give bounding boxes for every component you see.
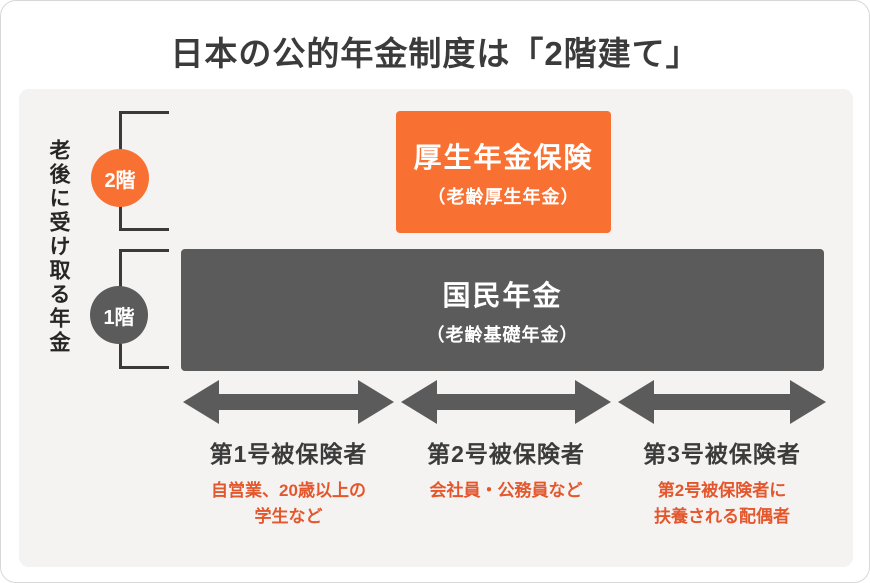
floor2-badge: 2階 [91, 149, 149, 207]
category-label: 第2号被保険者 [427, 441, 585, 467]
description-line: 学生など [254, 507, 323, 527]
range-arrow [401, 378, 611, 426]
category-description: 自営業、20歳以上の 学生など [183, 478, 394, 531]
category-label: 第1号被保険者 [209, 441, 368, 467]
kokumin-nenkin-box: 国民年金 （老齢基礎年金） [181, 249, 824, 371]
category-insured-2: 第2号被保険者 会社員・公務員など [401, 378, 611, 504]
box-title: 厚生年金保険 [413, 141, 594, 173]
arrow-shaft [436, 394, 576, 410]
description-line: 第2号被保険者に [657, 481, 787, 500]
description-line: 扶養される配偶者 [654, 507, 790, 527]
arrow-left-head-icon [618, 380, 654, 424]
range-arrow [618, 378, 826, 426]
category-insured-1: 第1号被保険者 自営業、20歳以上の 学生など [183, 378, 394, 531]
arrow-shaft [653, 394, 791, 410]
box-subtitle: （老齢基礎年金） [426, 324, 579, 345]
category-description: 第2号被保険者に 扶養される配偶者 [618, 478, 826, 531]
arrow-right-head-icon [790, 380, 826, 424]
side-axis-label: 老後に受け取る年金 [47, 139, 70, 355]
arrow-left-head-icon [183, 380, 219, 424]
diagram-panel: 老後に受け取る年金 2階 1階 厚生年金保険 （老齢厚生年金） 国民年金 （老齢… [19, 89, 853, 567]
category-label: 第3号被保険者 [643, 441, 801, 467]
floor1-badge: 1階 [90, 286, 148, 344]
page-title: 日本の公的年金制度は「2階建て」 [170, 35, 700, 72]
arrow-right-head-icon [358, 380, 394, 424]
arrow-left-head-icon [401, 380, 437, 424]
box-subtitle: （老齢厚生年金） [427, 186, 580, 207]
description-line: 会社員・公務員など [429, 481, 583, 500]
category-insured-3: 第3号被保険者 第2号被保険者に 扶養される配偶者 [618, 378, 826, 531]
range-arrow [183, 378, 394, 426]
kosei-nenkin-box: 厚生年金保険 （老齢厚生年金） [396, 111, 611, 233]
arrow-shaft [218, 394, 359, 410]
arrow-right-head-icon [575, 380, 611, 424]
description-line: 自営業、20歳以上の [211, 481, 366, 500]
category-description: 会社員・公務員など [401, 478, 611, 504]
box-title: 国民年金 [442, 279, 563, 311]
